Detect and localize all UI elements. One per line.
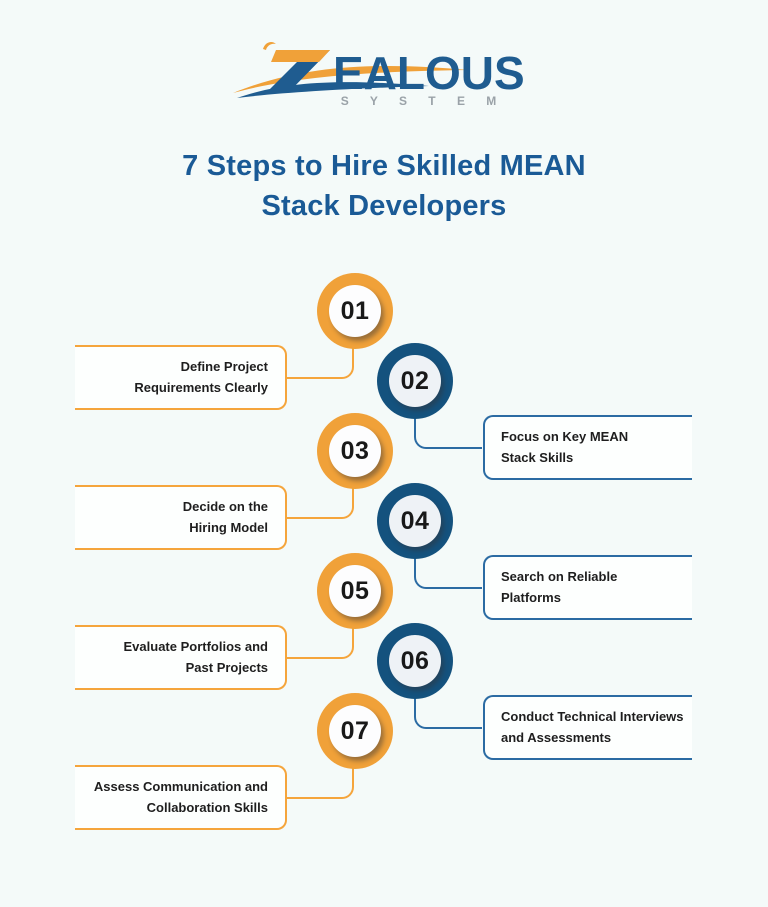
step-number: 02 xyxy=(400,366,430,395)
step-number-inner-circle: 07 xyxy=(329,705,381,757)
step-label-box: Define Project Requirements Clearly xyxy=(75,345,287,410)
zealous-logo-mark-icon: EALOUS xyxy=(233,41,525,99)
connector-elbow-line xyxy=(414,558,482,589)
step-number-circle: 07 xyxy=(317,693,393,769)
page-title: 7 Steps to Hire Skilled MEAN Stack Devel… xyxy=(182,150,586,223)
step-number-inner-circle: 02 xyxy=(389,355,441,407)
step-number: 06 xyxy=(400,646,430,675)
connector-elbow-line xyxy=(287,628,354,659)
step-label: Decide on the Hiring Model xyxy=(182,499,268,535)
step-number-circle: 03 xyxy=(317,413,393,489)
step-label: Define Project Requirements Clearly xyxy=(134,359,268,395)
step-label-box: Assess Communication and Collaboration S… xyxy=(75,765,287,830)
step-label-box: Conduct Technical Interviews and Assessm… xyxy=(483,695,692,760)
step-number-circle: 02 xyxy=(377,343,453,419)
step-label-box: Focus on Key MEAN Stack Skills xyxy=(483,415,692,480)
logo-letters: EALOUS xyxy=(333,47,525,99)
step-label-box: Search on Reliable Platforms xyxy=(483,555,692,620)
zealous-logo: EALOUS S Y S T E M xyxy=(0,34,768,108)
step-label: Assess Communication and Collaboration S… xyxy=(93,779,268,815)
step-number-inner-circle: 01 xyxy=(329,285,381,337)
connector-elbow-line xyxy=(414,698,482,729)
step-label: Conduct Technical Interviews and Assessm… xyxy=(501,709,684,745)
connector-elbow-line xyxy=(287,488,354,519)
step-label: Focus on Key MEAN Stack Skills xyxy=(501,429,629,465)
step-label-box: Evaluate Portfolios and Past Projects xyxy=(75,625,287,690)
connector-elbow-line xyxy=(287,768,354,799)
step-number-inner-circle: 03 xyxy=(329,425,381,477)
step-number: 01 xyxy=(340,296,370,325)
step-number-circle: 01 xyxy=(317,273,393,349)
step-number: 07 xyxy=(340,716,370,745)
connector-elbow-line xyxy=(414,418,482,449)
step-number-inner-circle: 06 xyxy=(389,635,441,687)
step-label: Evaluate Portfolios and Past Projects xyxy=(123,639,268,675)
step-number: 05 xyxy=(340,576,370,605)
step-number-circle: 04 xyxy=(377,483,453,559)
step-number: 03 xyxy=(340,436,370,465)
step-label: Search on Reliable Platforms xyxy=(501,569,618,605)
logo-flourish-icon xyxy=(263,41,276,50)
step-number: 04 xyxy=(400,506,430,535)
step-number-circle: 05 xyxy=(317,553,393,629)
logo-subtitle: S Y S T E M xyxy=(340,94,506,108)
step-number-circle: 06 xyxy=(377,623,453,699)
connector-elbow-line xyxy=(287,348,354,379)
step-number-inner-circle: 05 xyxy=(329,565,381,617)
step-label-box: Decide on the Hiring Model xyxy=(75,485,287,550)
step-number-inner-circle: 04 xyxy=(389,495,441,547)
